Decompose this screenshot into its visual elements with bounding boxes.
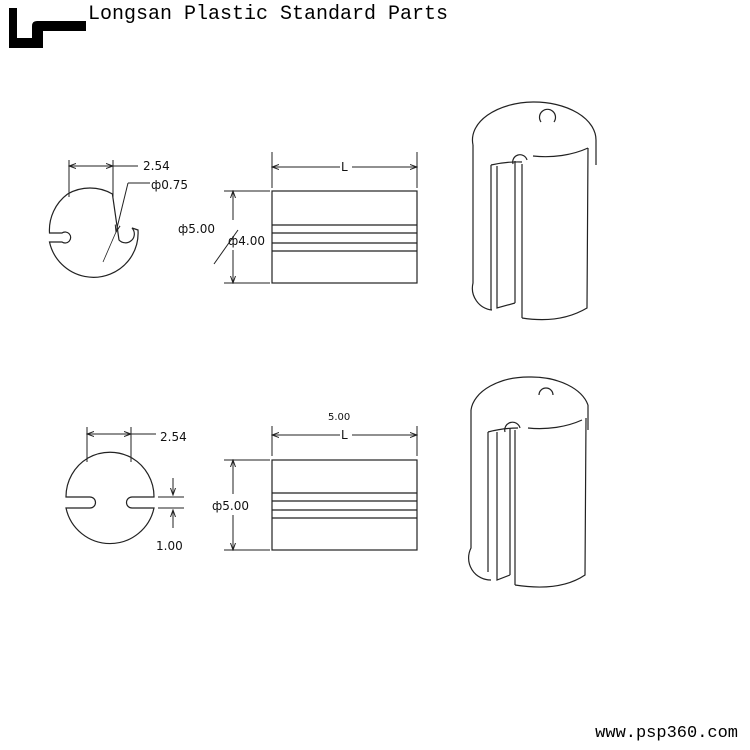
longsan-logo-icon [9,8,86,48]
brand-title: Longsan Plastic Standard Parts [88,3,449,26]
outer-diameter-label-b: ф5.00 [212,499,249,513]
side-view-b [271,459,418,551]
inner-diameter-label-a: ф4.00 [228,234,265,248]
length-value-label-b: 5.00 [328,412,350,423]
end-view-b-dimensions [87,427,184,528]
end-view-b [65,451,155,545]
end-view-a [48,187,139,278]
side-view-a [271,190,418,284]
length-label-a: L [341,160,348,174]
slot-pitch-label-a: 2.54 [143,159,170,173]
side-view-b-dimensions [224,426,417,550]
outer-diameter-label-a: ф5.00 [178,222,215,236]
isometric-view-b [468,376,589,588]
length-label-b: L [341,428,348,442]
hole-diameter-label-a: ф0.75 [151,178,188,192]
slot-pitch-label-b: 2.54 [160,430,187,444]
slot-width-label-b: 1.00 [156,539,183,553]
side-view-a-dimensions [213,152,417,283]
isometric-view-a [471,101,597,321]
website-url: www.psp360.com [595,724,738,743]
end-view-a-dimensions [69,160,150,263]
